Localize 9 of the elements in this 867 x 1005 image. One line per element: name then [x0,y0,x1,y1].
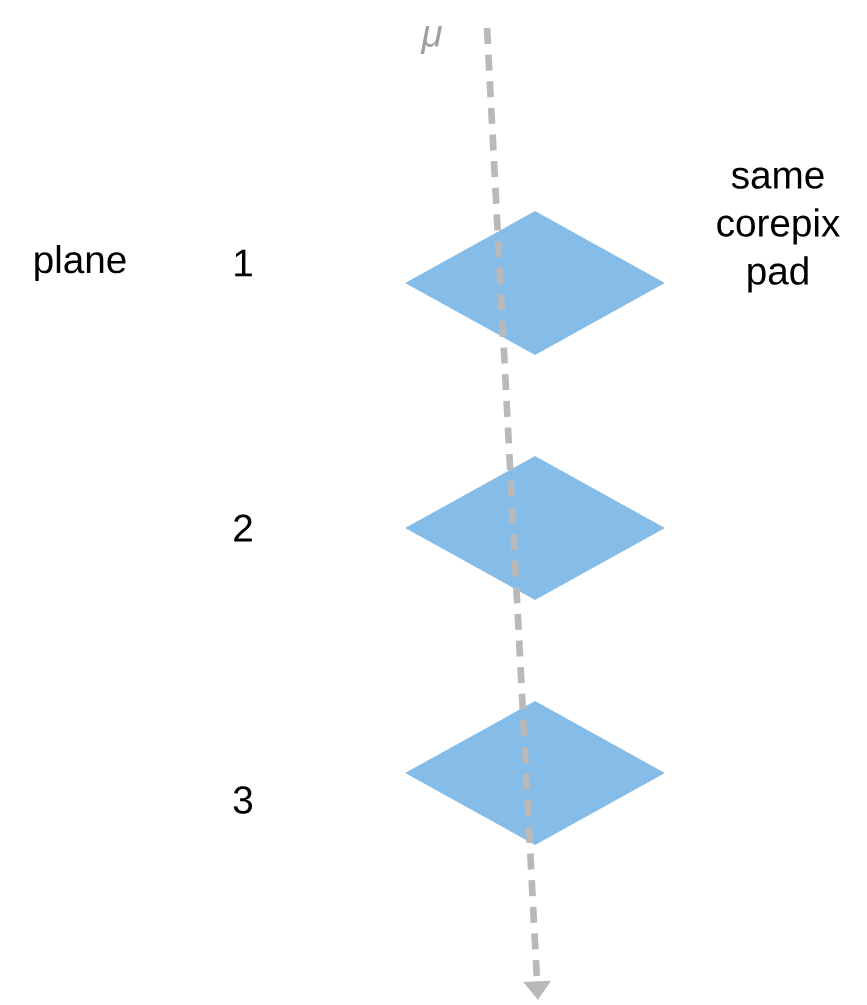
symbol-label: μ [420,26,442,54]
plane-number: 2 [234,514,252,542]
plane-number: 3 [233,786,253,814]
diamond-shape [405,211,665,355]
diamond-shape [405,701,665,845]
plane-number: 1 [235,249,252,277]
diamond-shape [405,456,665,600]
axis-label: plane [35,245,126,282]
annotation-text: same corepix pad [717,167,840,293]
